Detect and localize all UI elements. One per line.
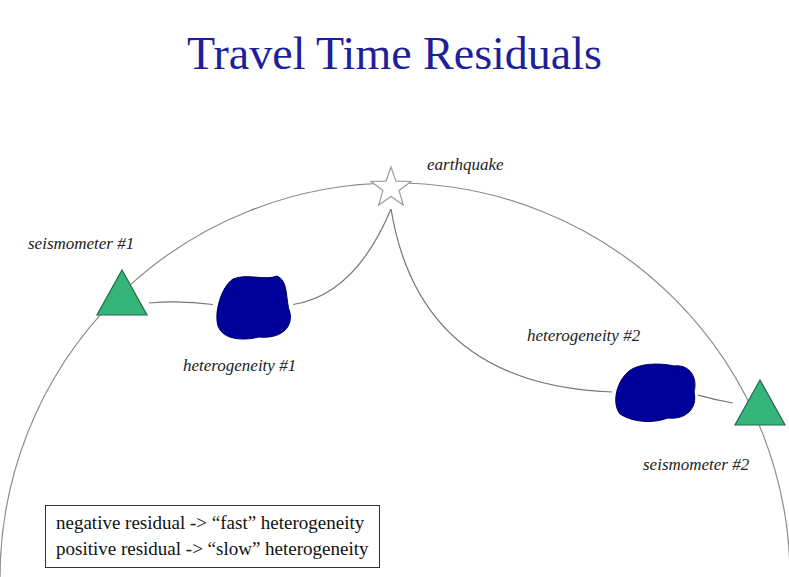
heterogeneity-blob: heterogeneity #2 xyxy=(612,360,698,424)
earthquake-star-outline xyxy=(369,163,413,209)
earth-arc xyxy=(0,183,789,577)
heterogeneity-blob: heterogeneity #1 xyxy=(213,273,293,343)
seismometer-triangle-outline xyxy=(95,268,149,318)
seismometer-triangle xyxy=(735,380,785,425)
seismometer-triangle-outline xyxy=(733,378,787,428)
ray-path xyxy=(698,395,733,403)
ray-path xyxy=(293,209,391,305)
legend-box: negative residual -> “fast” heterogeneit… xyxy=(45,505,380,568)
heterogeneity-blob xyxy=(217,276,291,339)
shape-label: earthquake xyxy=(427,155,503,175)
shape-label: seismometer #1 xyxy=(28,234,134,254)
shape-label: heterogeneity #1 xyxy=(183,356,296,376)
seismometer-triangle: seismometer #1 xyxy=(95,268,149,318)
seismometer-triangle xyxy=(97,270,147,315)
heterogeneity-blob-outline xyxy=(612,360,698,424)
legend-text: positive residual -> “slow” heterogeneit… xyxy=(56,536,369,562)
heterogeneity-blob-outline xyxy=(213,273,293,343)
legend-text: negative residual -> “fast” heterogeneit… xyxy=(56,510,369,536)
earthquake-star xyxy=(371,167,411,205)
shape-label: seismometer #2 xyxy=(643,455,749,475)
earthquake-star: earthquake xyxy=(369,163,413,209)
ray-path xyxy=(149,302,213,305)
diagram-title: Travel Time Residuals xyxy=(0,26,789,82)
seismometer-triangle: seismometer #2 xyxy=(733,378,787,428)
shape-label: heterogeneity #2 xyxy=(527,326,640,346)
heterogeneity-blob xyxy=(616,364,695,421)
ray-path xyxy=(391,209,612,392)
